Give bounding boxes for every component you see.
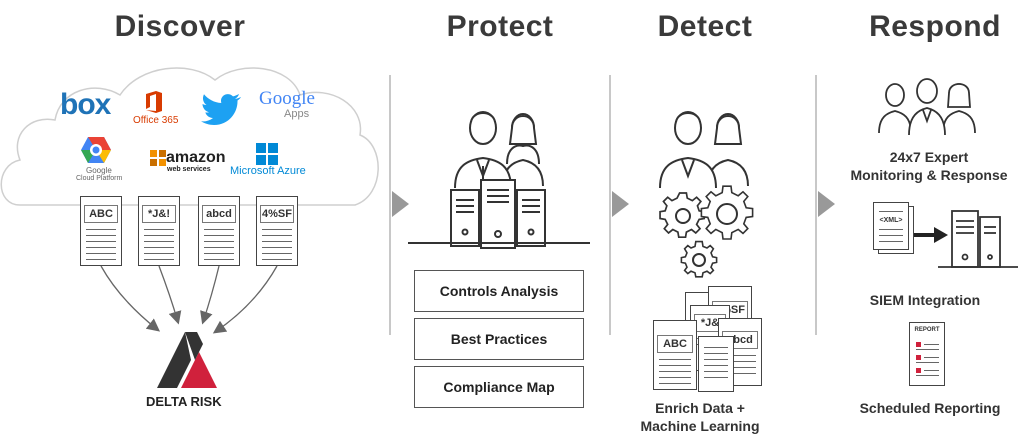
stage-title-discover: Discover — [114, 10, 246, 43]
document-label: ABC — [84, 205, 118, 223]
twitter-icon — [201, 94, 241, 125]
aws-cubes-icon — [150, 150, 166, 166]
google-cloud-logo-line2: Cloud Platform — [76, 175, 123, 182]
monitoring-caption-line1: 24x7 Expert — [889, 149, 969, 165]
arrow-right-icon — [612, 191, 629, 217]
stage-title-respond: Respond — [869, 10, 1001, 43]
monitoring-caption-line2: Monitoring & Response — [850, 167, 1008, 183]
gears-icon — [659, 185, 754, 278]
red-flag-icon — [916, 368, 921, 373]
arrow-right-icon — [392, 191, 409, 217]
data-document: ABC — [653, 320, 697, 390]
data-document: 4%SF — [256, 196, 298, 266]
data-document — [698, 336, 734, 392]
document-label: abcd — [202, 205, 236, 223]
team-people-icon — [659, 111, 749, 189]
delta-risk-brand: DELTA RISK — [146, 394, 222, 409]
box-label: Compliance Map — [443, 379, 555, 395]
amazon-logo: amazon — [166, 149, 226, 166]
divider-3 — [815, 75, 817, 335]
team-people-icon — [878, 78, 976, 136]
compliance-map-box: Compliance Map — [414, 366, 584, 408]
xml-document: <XML> — [873, 202, 909, 250]
divider-2 — [609, 75, 611, 335]
azure-logo: Microsoft Azure — [230, 165, 306, 177]
office365-logo: Office 365 — [133, 115, 179, 126]
divider-1 — [389, 75, 391, 335]
document-label: 4%SF — [260, 205, 294, 223]
google-cloud-icon — [81, 137, 111, 163]
document-label: *J&! — [142, 205, 176, 223]
siem-caption: SIEM Integration — [869, 292, 981, 308]
google-apps-sub: Apps — [284, 108, 310, 120]
xml-label: <XML> — [879, 217, 903, 224]
box-label: Best Practices — [450, 331, 548, 347]
data-document: ABC — [80, 196, 122, 266]
box-label: Controls Analysis — [439, 283, 559, 299]
delta-risk-logo-icon — [157, 332, 217, 388]
servers-icon — [938, 210, 1018, 268]
stage-title-detect: Detect — [657, 10, 753, 43]
google-cloud-logo-line1: Google — [86, 166, 112, 175]
stage-title-protect: Protect — [446, 10, 554, 43]
protect-baseline — [408, 242, 590, 244]
box-logo: box — [60, 88, 111, 121]
arrow-right-icon — [914, 227, 948, 243]
red-flag-icon — [916, 355, 921, 360]
report-document: REPORT — [909, 322, 945, 386]
amazon-logo-sub: web services — [167, 166, 211, 173]
scheduled-reporting-caption: Scheduled Reporting — [859, 400, 1001, 416]
best-practices-box: Best Practices — [414, 318, 584, 360]
document-label: ABC — [657, 335, 693, 353]
servers-icon — [450, 179, 546, 249]
data-document: *J&! — [138, 196, 180, 266]
red-flag-icon — [916, 342, 921, 347]
office365-icon — [146, 91, 162, 113]
controls-analysis-box: Controls Analysis — [414, 270, 584, 312]
cloud-icon — [0, 67, 379, 206]
detect-caption-line2: Machine Learning — [640, 418, 760, 434]
data-document: abcd — [198, 196, 240, 266]
google-apps-logo: Google — [259, 88, 315, 109]
converging-arrows — [100, 265, 278, 334]
windows-icon — [256, 143, 278, 165]
arrow-right-icon — [818, 191, 835, 217]
report-label: REPORT — [914, 327, 940, 333]
detect-caption-line1: Enrich Data + — [655, 400, 745, 416]
